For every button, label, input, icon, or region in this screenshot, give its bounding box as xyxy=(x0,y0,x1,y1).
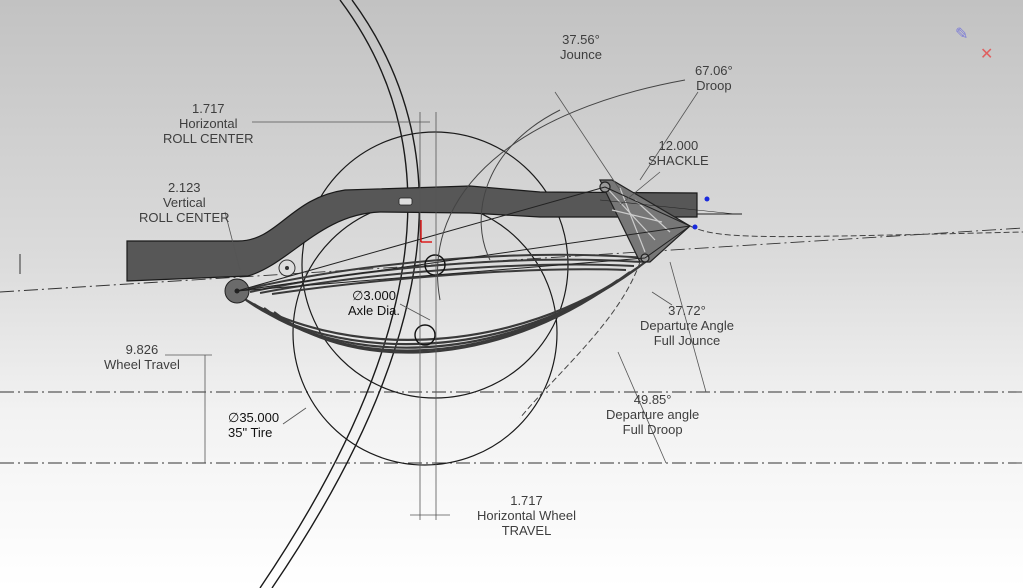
frame-slot xyxy=(398,197,413,206)
droop-angle-name: Droop xyxy=(696,78,732,93)
roll-center-v-leader xyxy=(224,211,241,271)
departure-full-jounce-line1: Departure Angle xyxy=(640,318,734,333)
pencil-edit-icon[interactable]: ✎ xyxy=(955,26,969,43)
frame-pivot-pin xyxy=(285,266,289,270)
jounce-angle-value: 37.56° xyxy=(562,32,600,47)
jounce-dep-ext xyxy=(669,261,707,393)
jounce-dep-leader xyxy=(651,291,673,306)
jounce-angle-name: Jounce xyxy=(560,47,602,62)
shackle-name: SHACKLE xyxy=(648,153,709,168)
departure-full-jounce-line2: Full Jounce xyxy=(653,333,721,348)
departure-full-jounce-value: 37.72° xyxy=(668,303,706,318)
horizontal-roll-center-value: 1.717 xyxy=(192,101,225,116)
axle-dia-name: Axle Dia. xyxy=(348,303,401,318)
tire-arcs xyxy=(259,0,421,588)
jounce-arc xyxy=(480,109,561,261)
shackle-leader xyxy=(619,171,661,206)
tire-label: ∅35.000 35" Tire xyxy=(228,410,279,440)
horizontal-roll-center-line1: Horizontal xyxy=(179,116,238,131)
horizontal-roll-center-line2: ROLL CENTER xyxy=(163,131,254,146)
jounce-angle-label: 37.56° Jounce xyxy=(560,32,602,62)
swing-arcs xyxy=(437,79,686,301)
horizontal-wheel-travel-value: 1.717 xyxy=(510,493,543,508)
horizontal-roll-center-label: 1.717 Horizontal ROLL CENTER xyxy=(163,101,254,146)
shackle-label: 12.000 SHACKLE xyxy=(648,138,709,168)
vertical-roll-center-label: 2.123 Vertical ROLL CENTER xyxy=(139,180,230,225)
droop-leader xyxy=(639,91,699,181)
wheel-travel-label: 9.826 Wheel Travel xyxy=(104,342,180,372)
departure-full-droop-line1: Departure angle xyxy=(606,407,700,422)
leaf-spring-droop xyxy=(239,259,649,354)
full-droop-arc xyxy=(519,261,641,419)
roll-center-marker xyxy=(420,220,432,243)
leaf-spring-jounce xyxy=(237,253,647,295)
droop-arc xyxy=(437,79,686,301)
wheel-circles xyxy=(292,131,569,466)
droop-angle-label: 67.06° Droop xyxy=(695,63,733,93)
departure-full-droop-label: 49.85° Departure angle Full Droop xyxy=(606,392,699,437)
axle-leader xyxy=(399,303,431,321)
shackle-endpoint-lower xyxy=(692,224,698,230)
departure-full-jounce-label: 37.72° Departure Angle Full Jounce xyxy=(640,303,734,348)
full-jounce-arc xyxy=(689,225,1023,238)
dimension-lines xyxy=(165,91,707,520)
droop-dep-ext xyxy=(617,351,667,464)
departure-full-droop-value: 49.85° xyxy=(633,392,672,407)
tire-arc-inner xyxy=(271,0,421,588)
wheel-travel-name: Wheel Travel xyxy=(104,357,180,372)
droop-angle-value: 67.06° xyxy=(695,63,733,78)
shackle-value: 12.000 xyxy=(658,138,699,153)
tire-name: 35" Tire xyxy=(228,425,273,440)
horizontal-wheel-travel-line2: TRAVEL xyxy=(501,523,552,538)
dashed-arcs xyxy=(519,225,1023,419)
vertical-roll-center-line2: ROLL CENTER xyxy=(139,210,230,225)
axle-dia-value: ∅3.000 xyxy=(352,288,396,303)
jounce-leader xyxy=(554,91,621,191)
shackle-endpoint-upper xyxy=(704,196,710,202)
close-icon[interactable]: ✕ xyxy=(980,46,994,63)
vertical-roll-center-value: 2.123 xyxy=(168,180,201,195)
vertical-roll-center-line1: Vertical xyxy=(162,195,206,210)
tire-arc-outer xyxy=(259,0,409,588)
tire-leader xyxy=(282,407,307,425)
axle-droop xyxy=(414,324,436,346)
wheel-travel-value: 9.826 xyxy=(125,342,159,357)
horizontal-wheel-travel-label: 1.717 Horizontal Wheel TRAVEL xyxy=(477,493,576,538)
tire-value: ∅35.000 xyxy=(228,410,280,425)
horizontal-wheel-travel-line1: Horizontal Wheel xyxy=(477,508,576,523)
axle-dia-label: ∅3.000 Axle Dia. xyxy=(348,288,400,318)
departure-full-droop-line2: Full Droop xyxy=(622,422,683,437)
